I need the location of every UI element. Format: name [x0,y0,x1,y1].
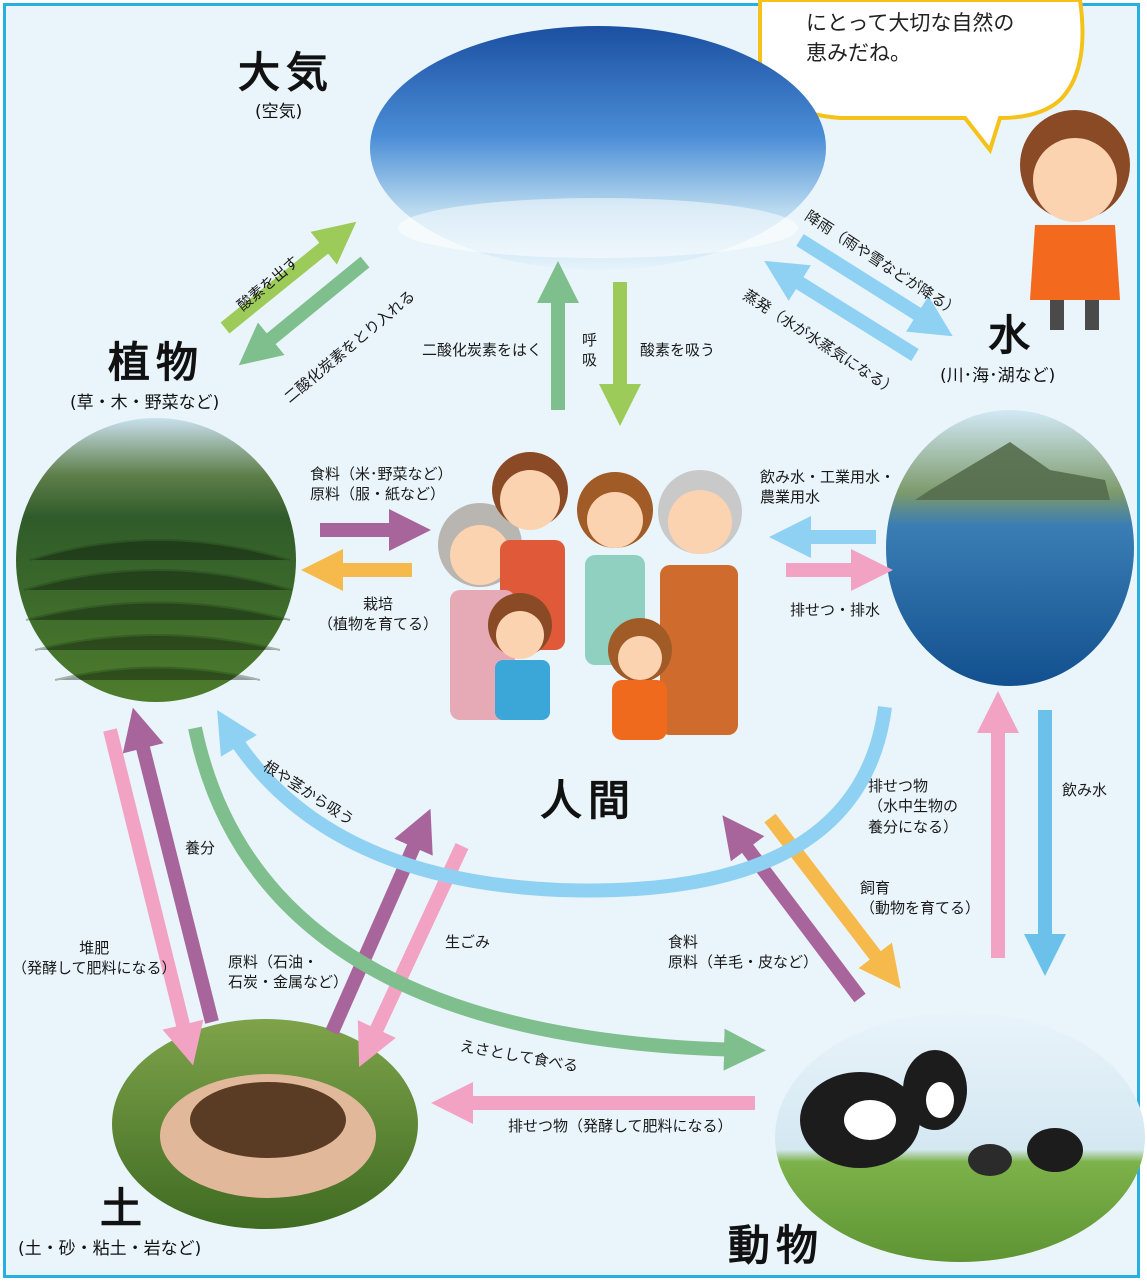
label-nutrients: 養分 [185,839,216,857]
label-breath: 呼 吸 [582,331,598,370]
bubble-line-1: にとって大切な自然の [806,11,1015,35]
node-animals-title: 動物 [728,1221,825,1270]
node-air-title: 大気 [238,48,335,97]
arrow-evap [764,260,919,361]
family-illustration [438,452,742,740]
label-animal-waste-soil: 排せつ物（発酵して肥料になる） [508,1117,733,1135]
bubble-line-2: 恵みだね。 [806,41,911,66]
label-cultivate: 栽培 （植物を育てる） [318,595,439,634]
label-excrete-drain: 排せつ・排水 [790,601,881,619]
node-soil-sub: (土・砂・粘土・岩など) [18,1239,202,1259]
arrow-co2-in [238,256,370,366]
label-oxygen-in: 酸素を吸う [640,341,716,359]
node-soil-title: 土 [100,1184,149,1233]
node-air-sub: (空気) [255,102,303,122]
cow-silhouettes [800,1050,1083,1176]
node-water-title: 水 [988,311,1037,360]
node-plants-title: 植物 [108,338,205,387]
bubble-text: にとって大切な自然の 恵みだね。 [806,8,1014,69]
node-plants-sub: (草・木・野菜など) [70,393,220,413]
label-co2-exhale: 二酸化炭素をはく [422,341,543,359]
label-compost: 堆肥 （発酵して肥料になる） [12,939,177,978]
label-drink-water: 飲み水 [1062,781,1108,799]
arrow-rain [796,234,953,337]
label-animal-waste-water: 排せつ物 （水中生物の 養分になる） [868,777,959,836]
node-water-sub: (川･海･湖など) [940,366,1056,386]
label-raw-materials: 原料（石油・ 石炭・金属など） [228,953,349,992]
label-food-plants: 食料（米･野菜など） 原料（服・紙など） [310,465,453,504]
arrow-nutrients [122,707,219,1024]
label-water-use: 飲み水・工業用水・ 農業用水 [760,468,896,507]
field-image [16,418,296,702]
arrow-oxygen-out [220,221,357,334]
label-food-animals: 食料 原料（羊毛・皮など） [668,933,819,972]
arrow-feed [188,726,766,1071]
girl-illustration [1020,110,1130,330]
arrow-absorb-roots [217,706,892,898]
arrow-compost [103,728,204,1066]
label-raising: 飼育 （動物を育てる） [860,879,981,918]
node-human-title: 人間 [540,776,637,825]
label-garbage: 生ごみ [445,933,491,951]
